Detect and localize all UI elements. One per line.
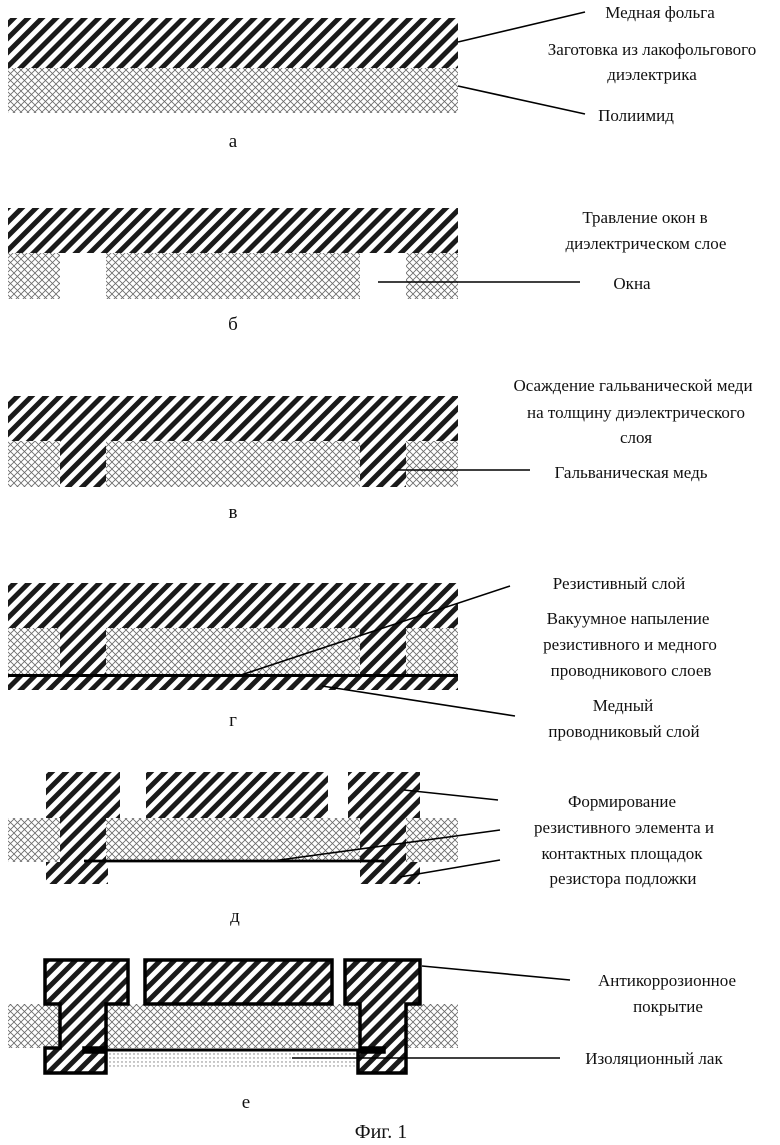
panel-b: Травление окон в диэлектрическом слое Ок…	[8, 208, 726, 335]
label-blank-1: Заготовка из лакофольгового	[548, 40, 756, 59]
label-anticorrosion-2: покрытие	[633, 997, 703, 1016]
label-deposition-3: слоя	[620, 428, 652, 447]
top-copper-center	[146, 772, 328, 818]
dielectric-segment	[106, 441, 360, 487]
galvanic-copper-fill	[60, 441, 106, 487]
label-copper-foil: Медная фольга	[605, 3, 715, 22]
label-vacuum-3: проводникового слоев	[551, 661, 712, 680]
label-deposition-2: на толщину диэлектрического	[527, 403, 745, 422]
leader-forming-top	[403, 789, 499, 801]
dielectric-segment	[8, 441, 60, 487]
label-forming-2: резистивного элемента и	[534, 818, 714, 837]
contact-via-left-bottom	[46, 862, 108, 884]
contact-via-right	[360, 818, 406, 862]
copper-foil-layer	[8, 396, 458, 441]
figure-caption: Фиг. 1	[355, 1121, 407, 1143]
panel-letter-b: б	[228, 314, 238, 335]
label-forming-1: Формирование	[568, 792, 676, 811]
label-etching-2: диэлектрическом слое	[566, 234, 727, 253]
panel-d: Формирование резистивного элемента и кон…	[8, 772, 714, 927]
leader-copper-foil	[457, 11, 586, 43]
panel-letter-d: д	[230, 906, 240, 927]
label-vacuum-2: резистивного и медного	[543, 635, 717, 654]
anticorrosion-coated-center	[143, 958, 334, 1006]
panel-letter-v: в	[229, 502, 238, 523]
label-etching-1: Травление окон в	[582, 208, 707, 227]
leader-resistive-layer	[237, 585, 511, 677]
leader-anticorrosion	[421, 965, 571, 981]
anticorrosion-coated-contact-right	[343, 958, 422, 1075]
copper-foil-layer	[8, 208, 458, 253]
label-forming-3: контактных площадок	[541, 844, 703, 863]
contact-pad-left	[46, 772, 120, 818]
label-resistive-layer: Резистивный слой	[553, 574, 685, 593]
copper-foil-layer	[8, 18, 458, 68]
copper-conductor-layer	[8, 677, 458, 690]
label-forming-4: резистора подложки	[549, 869, 696, 888]
contact-pad-right	[348, 772, 420, 818]
panel-letter-g: г	[229, 710, 237, 731]
dielectric-segment	[106, 253, 360, 299]
dielectric-segment	[406, 253, 458, 299]
anticorrosion-coated-contact-left	[43, 958, 130, 1075]
label-deposition-1: Осаждение гальванической меди	[513, 376, 752, 395]
galvanic-copper-fill	[60, 628, 106, 674]
label-anticorrosion-1: Антикоррозионное	[598, 971, 736, 990]
panel-e: Антикоррозионное покрытие Изоляционный л…	[8, 958, 736, 1113]
leader-forming-element	[271, 829, 501, 862]
label-vacuum-1: Вакуумное напыление	[547, 609, 710, 628]
label-blank-2: диэлектрика	[607, 65, 697, 84]
dielectric-segment	[106, 628, 360, 674]
panel-letter-e: е	[242, 1092, 250, 1113]
dielectric-segment	[8, 253, 60, 299]
panel-v: Осаждение гальванической меди на толщину…	[8, 376, 753, 523]
copper-foil-layer	[8, 583, 458, 628]
dielectric-segment	[8, 628, 60, 674]
leader-copper-conductor	[321, 685, 516, 717]
contact-via-left	[60, 818, 106, 862]
leader-polyimide	[457, 85, 586, 115]
dielectric-segment	[406, 441, 458, 487]
panel-letter-a: а	[229, 131, 238, 152]
dielectric-segment	[406, 628, 458, 674]
label-copper-conductor-1: Медный	[593, 696, 653, 715]
label-copper-conductor-2: проводниковый слой	[548, 722, 699, 741]
insulating-varnish	[106, 1048, 360, 1068]
label-galvanic-copper: Гальваническая медь	[554, 463, 707, 482]
galvanic-copper-fill	[360, 441, 406, 487]
label-polyimide: Полиимид	[598, 106, 674, 125]
contact-via-right-bottom	[360, 862, 420, 884]
panel-a: Медная фольга Заготовка из лакофольговог…	[8, 3, 756, 152]
galvanic-copper-fill	[360, 628, 406, 674]
panel-g: Резистивный слой Вакуумное напыление рез…	[8, 574, 717, 741]
leader-forming-pad	[399, 859, 501, 878]
label-insulating-varnish: Изоляционный лак	[585, 1049, 723, 1068]
label-windows: Окна	[613, 274, 651, 293]
polyimide-layer	[8, 68, 458, 113]
